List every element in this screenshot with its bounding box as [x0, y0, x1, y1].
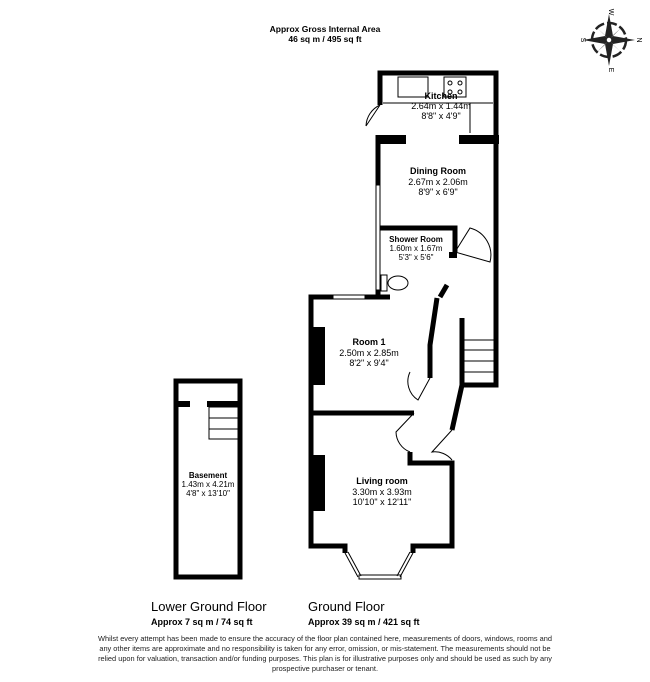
room-size-imperial-basement: 4'8" x 13'10" — [186, 489, 230, 498]
room-size-imperial-room-1: 8'2" x 9'4" — [349, 358, 389, 368]
room-size-imperial-shower-room: 5'3" x 5'6" — [398, 253, 434, 262]
room-size-imperial-living-room: 10'10" x 12'11" — [352, 497, 412, 507]
room-name-room-1: Room 1 — [352, 337, 386, 347]
room-name-dining-room: Dining Room — [410, 166, 466, 176]
room-size-imperial-kitchen: 8'8" x 4'9" — [421, 111, 461, 121]
compass-label: E — [607, 68, 614, 73]
compass-label: W — [607, 9, 614, 16]
room-name-shower-room: Shower Room — [389, 235, 443, 244]
disclaimer-line: relied upon for valuation, transaction a… — [98, 654, 552, 663]
room-name-kitchen: Kitchen — [424, 91, 458, 101]
fittings — [208, 76, 495, 580]
gross-area-title: Approx Gross Internal Area — [269, 24, 381, 34]
room-name-basement: Basement — [188, 471, 228, 480]
room-size-metric-dining-room: 2.67m x 2.06m — [408, 177, 468, 187]
disclaimer-line: any other items are approximate and no r… — [99, 644, 551, 653]
room-size-metric-shower-room: 1.60m x 1.67m — [389, 244, 443, 253]
room-size-metric-basement: 1.43m x 4.21m — [181, 480, 235, 489]
wall-blocks — [176, 135, 499, 511]
room-size-metric-living-room: 3.30m x 3.93m — [352, 487, 412, 497]
room-size-metric-kitchen: 2.64m x 1.44m — [411, 101, 471, 111]
floor-area-ground: Approx 39 sq m / 421 sq ft — [308, 617, 420, 627]
disclaimer-line: Whilst every attempt has been made to en… — [98, 634, 552, 643]
disclaimer-line: prospective purchaser or tenant. — [272, 664, 378, 673]
room-name-living-room: Living room — [356, 476, 408, 486]
compass-label: S — [579, 38, 586, 43]
floor-name-ground: Ground Floor — [308, 599, 385, 614]
room-size-metric-room-1: 2.50m x 2.85m — [339, 348, 399, 358]
gross-area-value: 46 sq m / 495 sq ft — [288, 34, 362, 44]
compass-icon — [583, 14, 635, 66]
compass-label: N — [635, 37, 642, 42]
room-size-imperial-dining-room: 8'9" x 6'9" — [418, 187, 458, 197]
floor-name-lower-ground: Lower Ground Floor — [151, 599, 267, 614]
floor-area-lower-ground: Approx 7 sq m / 74 sq ft — [151, 617, 253, 627]
